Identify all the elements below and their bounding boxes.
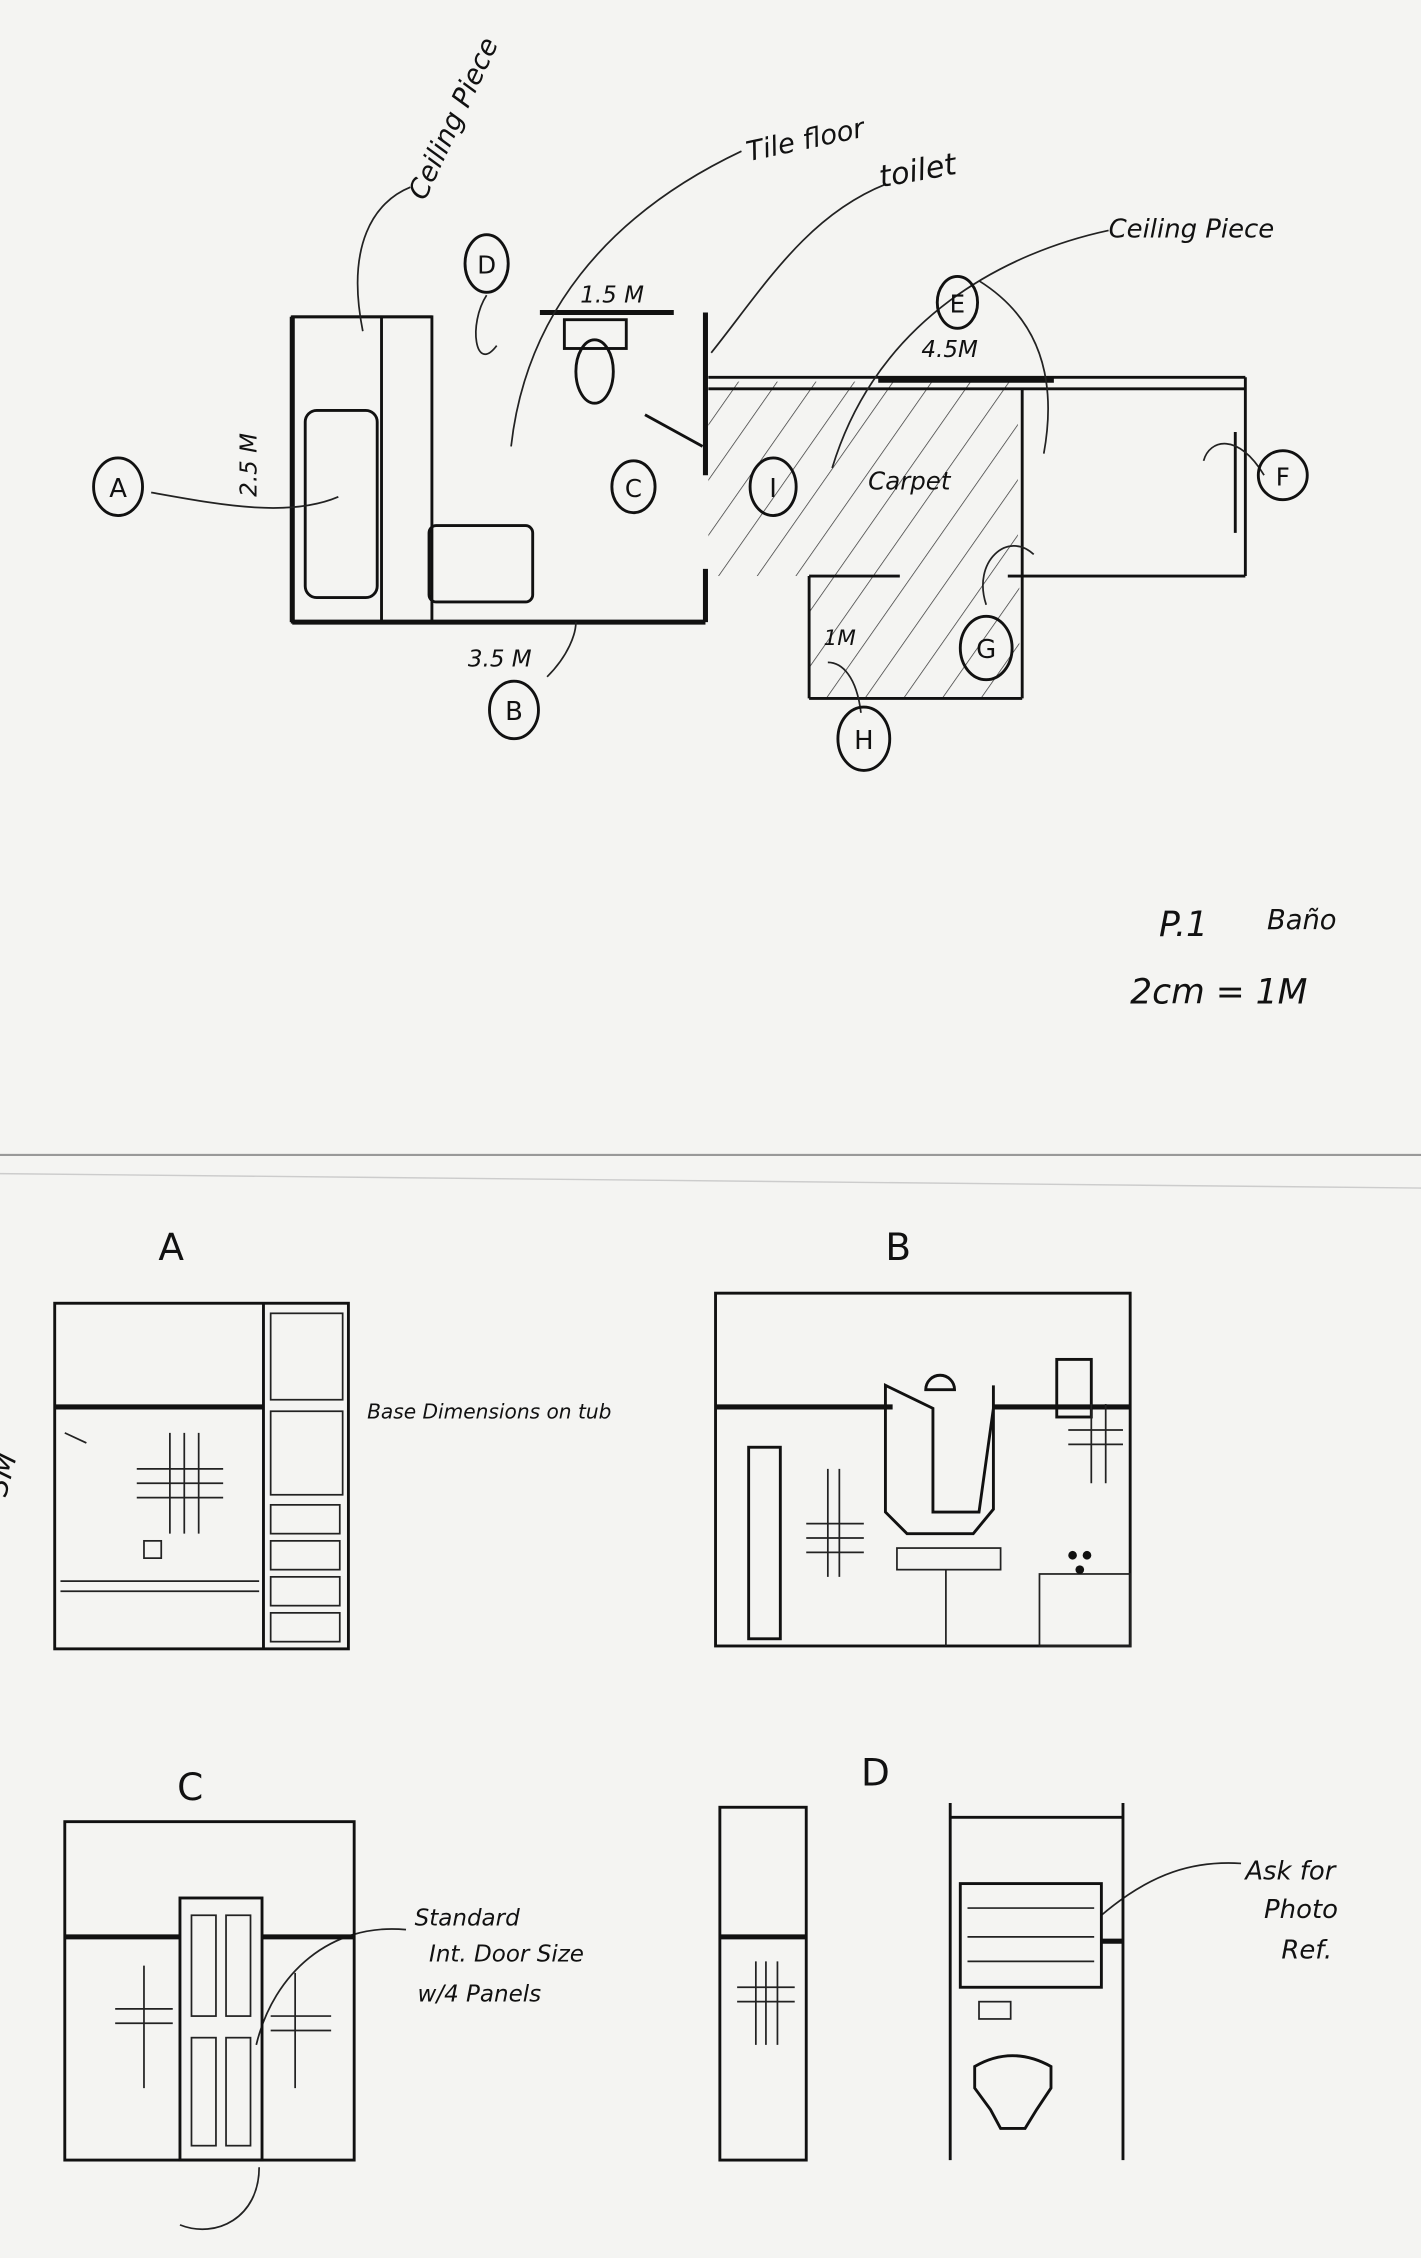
door <box>178 1896 264 2162</box>
svg-text:A: A <box>109 474 127 504</box>
view-markers: A B C D E F G H I <box>92 233 1309 772</box>
svg-text:H: H <box>854 726 873 756</box>
carpet-area-hatch <box>708 381 1018 577</box>
dim-4-5m: 4.5M <box>921 337 978 363</box>
svg-text:B: B <box>505 697 523 727</box>
door-swing <box>644 413 704 448</box>
marker-e: E <box>935 275 980 330</box>
tile-floor-label: Tile floor <box>744 113 869 169</box>
marker-b: B <box>488 679 540 741</box>
carpet-label: Carpet <box>868 467 952 496</box>
page-number: P.1 <box>1159 905 1208 945</box>
room-name: Baño <box>1267 905 1337 936</box>
svg-text:D: D <box>861 1751 890 1795</box>
elevation-d-note-1: Ask for <box>1243 1856 1336 1886</box>
ceiling-piece-right-label: Ceiling Piece <box>1109 215 1275 245</box>
leader-lines <box>64 150 1265 2230</box>
bathtub <box>303 408 379 600</box>
toilet-bowl <box>574 338 615 405</box>
toilet-elevation <box>973 2054 1053 2130</box>
svg-text:A: A <box>158 1225 184 1269</box>
tub-area-hatch <box>290 315 434 624</box>
elevation-b: B <box>714 1225 1132 1648</box>
elevation-c: C Standard Int. Door Size w/4 Panels <box>63 1765 584 2162</box>
window <box>958 1882 1103 1989</box>
dim-2-5m: 2.5 M <box>236 433 262 497</box>
svg-text:G: G <box>976 635 996 665</box>
dim-3-5m: 3.5 M <box>468 647 532 673</box>
elevation-a-note: Base Dimensions on tub <box>367 1399 611 1423</box>
marker-h: H <box>836 705 892 772</box>
elevation-a: A 3M Base Dimensions on tub <box>0 1225 611 1651</box>
elevation-c-note-2: Int. Door Size <box>429 1941 584 1967</box>
marker-a: A <box>92 456 144 517</box>
svg-text:E: E <box>950 289 965 318</box>
elevation-d-note-2: Photo <box>1264 1895 1338 1925</box>
dim-1m: 1M <box>824 626 857 651</box>
marker-d: D <box>463 233 510 294</box>
dim-1-5m: 1.5 M <box>580 282 644 308</box>
elevation-a-height: 3M <box>0 1449 24 1500</box>
elevation-d: D Ask for Photo Ref. <box>718 1751 1338 2162</box>
marker-i: I <box>748 456 798 517</box>
svg-text:I: I <box>769 474 777 504</box>
toilet-label: toilet <box>876 147 960 195</box>
elevation-c-note-3: w/4 Panels <box>418 1982 542 2008</box>
floor-plan <box>289 309 1247 700</box>
elevation-d-note-3: Ref. <box>1281 1935 1332 1965</box>
svg-text:D: D <box>477 251 496 280</box>
marker-c: C <box>610 459 657 515</box>
svg-text:C: C <box>625 474 642 503</box>
marker-g: G <box>958 614 1014 682</box>
vanity <box>427 524 535 604</box>
svg-text:B: B <box>885 1225 911 1269</box>
svg-text:F: F <box>1276 462 1290 491</box>
svg-text:C: C <box>177 1765 203 1809</box>
elevation-c-note-1: Standard <box>415 1905 520 1931</box>
toilet-tank <box>562 318 628 350</box>
scale-note: 2cm = 1M <box>1130 973 1307 1013</box>
ceiling-piece-left-label: Ceiling Piece <box>403 33 505 205</box>
marker-f: F <box>1256 449 1309 502</box>
